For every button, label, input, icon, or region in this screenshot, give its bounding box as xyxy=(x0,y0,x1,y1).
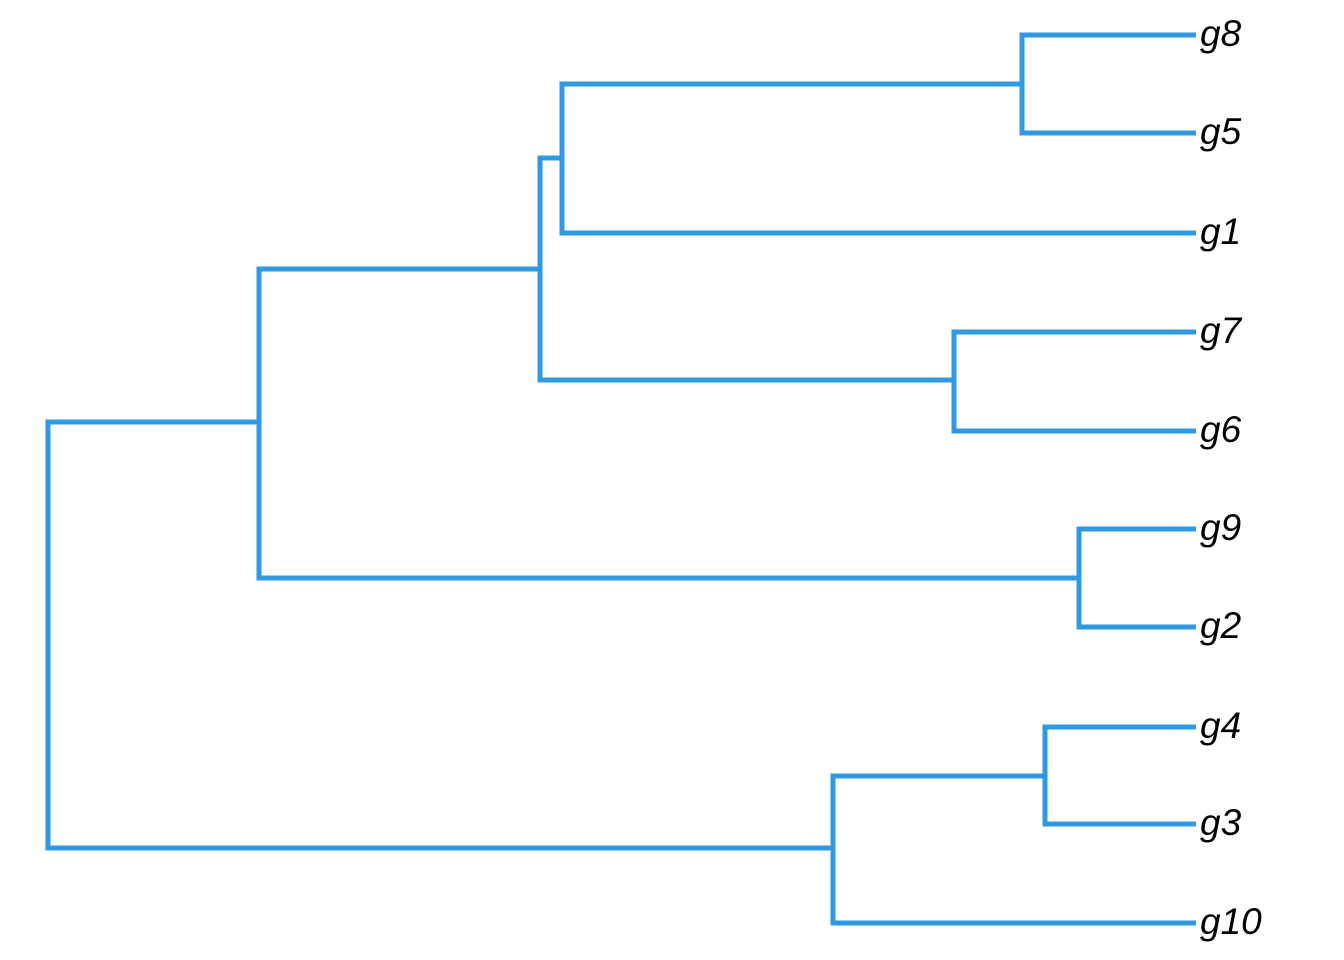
tip-label-g4: g4 xyxy=(1200,705,1241,746)
branch-group xyxy=(45,32,1196,926)
tip-label-group: g8 g5 g1 g7 g6 g9 g2 g4 g3 g10 xyxy=(1200,13,1262,942)
tip-label-g5: g5 xyxy=(1200,111,1242,152)
tip-label-g9: g9 xyxy=(1200,507,1241,548)
tip-label-g7: g7 xyxy=(1200,310,1243,351)
tip-label-g3: g3 xyxy=(1200,802,1242,843)
tip-label-g6: g6 xyxy=(1200,409,1242,450)
tip-label-g1: g1 xyxy=(1200,211,1241,252)
tip-label-g10: g10 xyxy=(1200,901,1262,942)
tip-label-g8: g8 xyxy=(1200,13,1242,54)
tip-label-g2: g2 xyxy=(1200,605,1242,646)
